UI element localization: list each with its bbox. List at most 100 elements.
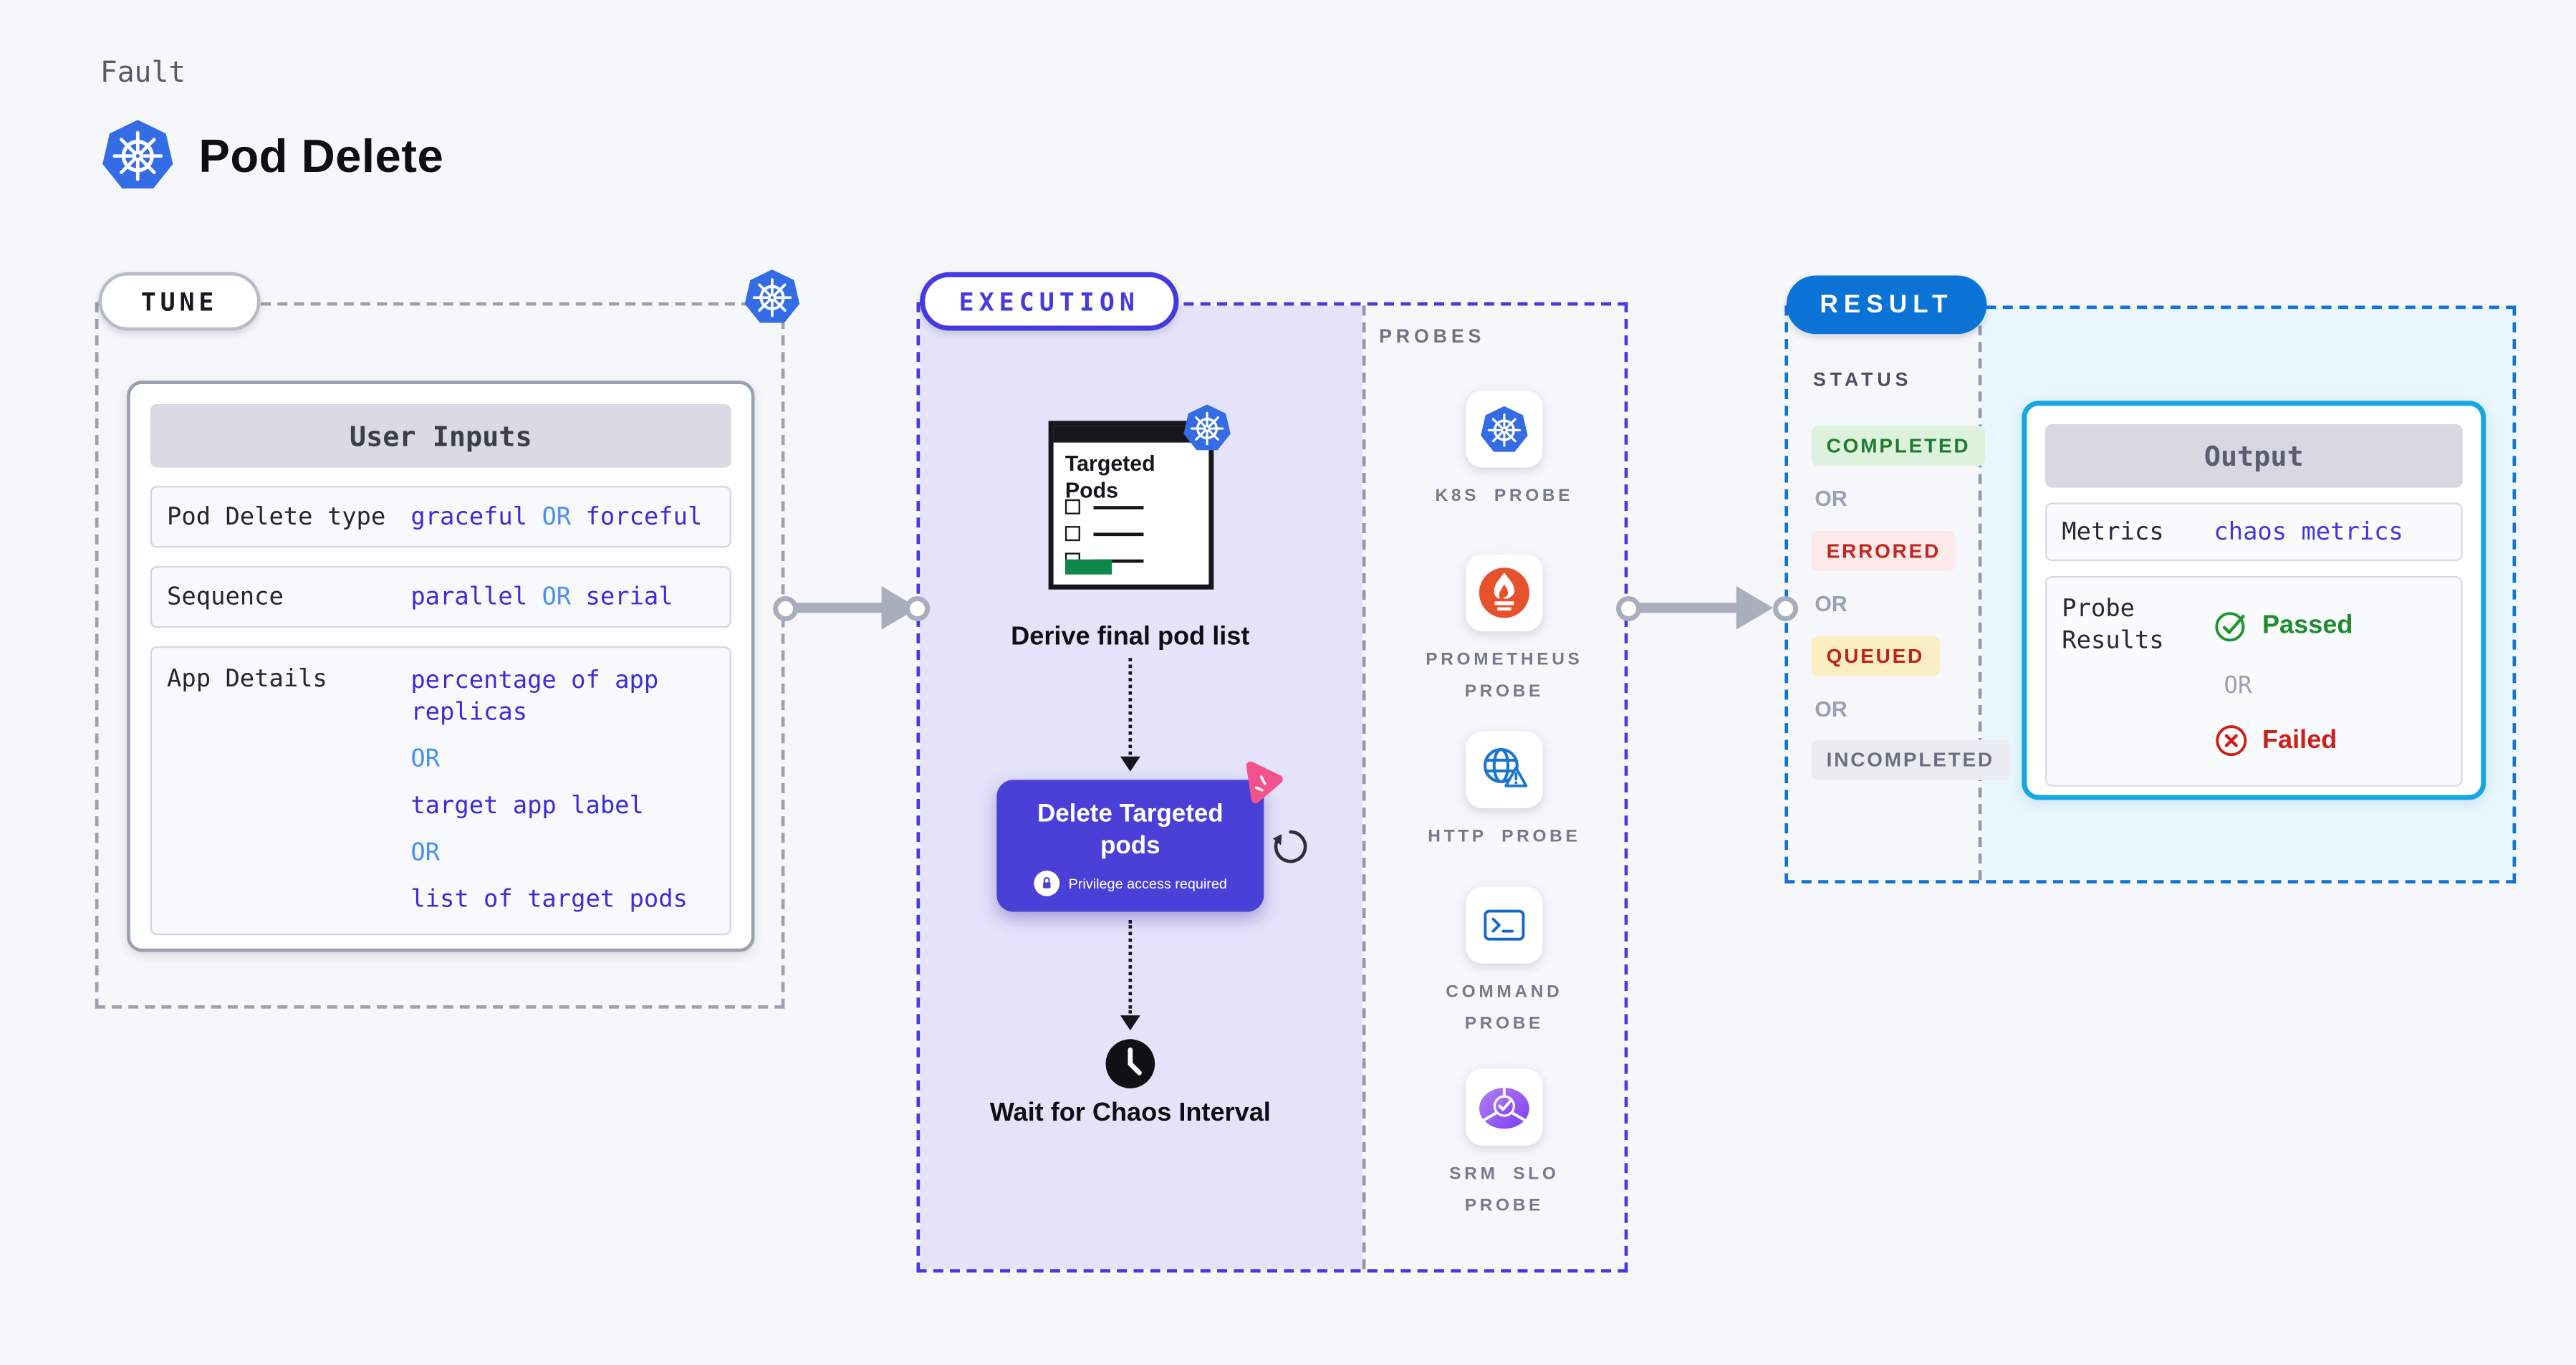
value-option: parallel	[410, 583, 528, 610]
probe-result-passed: Passed	[2214, 608, 2353, 643]
result-pill: RESULT	[1786, 275, 1987, 335]
flow-arrow-line	[1639, 603, 1736, 613]
flow-dotted-arrowhead	[1120, 1015, 1140, 1030]
flow-connector-dot	[1615, 595, 1640, 621]
value-option: target app label	[410, 793, 644, 820]
probe-label: COMMAND PROBE	[1446, 982, 1563, 1035]
status-badge-incompleted: INCOMPLETED	[1811, 739, 2009, 780]
prometheus-icon	[1478, 566, 1532, 620]
checkbox-icon	[1064, 499, 1080, 514]
output-value: chaos metrics	[2214, 518, 2403, 545]
flow-connector-dot	[1772, 595, 1797, 621]
progress-bar	[1064, 559, 1112, 575]
probe-item-http: HTTP PROBE	[1395, 731, 1613, 854]
value-option: forceful	[585, 503, 703, 530]
kubernetes-icon	[743, 267, 802, 326]
fault-eyebrow: Fault	[100, 57, 186, 90]
status-badge-queued: QUEUED	[1811, 636, 1940, 676]
value-option: list of target pods	[410, 886, 688, 914]
input-value: graceful OR forceful	[410, 504, 702, 530]
output-row-metrics: Metrics chaos metrics	[2044, 502, 2463, 562]
flow-dotted-arrowhead	[1120, 756, 1140, 772]
probe-item-k8s: K8S PROBE	[1395, 391, 1613, 513]
or-separator: OR	[1815, 696, 1847, 722]
passed-label: Passed	[2262, 610, 2353, 639]
input-label: Sequence	[167, 583, 284, 610]
probe-card	[1466, 554, 1543, 631]
or-separator: OR	[2224, 673, 2252, 700]
checkbox-icon	[1064, 526, 1080, 542]
or-separator: OR	[1815, 591, 1847, 616]
probe-label: HTTP PROBE	[1428, 826, 1581, 847]
input-label: Pod Delete type	[167, 503, 386, 530]
tune-section	[95, 302, 785, 1009]
list-line	[1093, 505, 1144, 509]
probe-item-srm-slo: SRM SLO PROBE	[1395, 1068, 1613, 1224]
probe-label: SRM SLO PROBE	[1449, 1164, 1559, 1217]
retry-loop-icon	[1272, 828, 1309, 865]
lock-icon	[1034, 870, 1060, 896]
input-row-sequence: Sequence parallel OR serial	[150, 566, 731, 628]
user-inputs-card: User Inputs Pod Delete type graceful OR …	[127, 380, 755, 952]
input-value: percentage of app replicas OR target app…	[410, 666, 731, 917]
clock-icon	[1104, 1037, 1158, 1091]
value-option: percentage of app replicas	[410, 668, 659, 727]
targeted-pods-window: Targeted Pods	[1048, 421, 1214, 590]
list-line	[1093, 558, 1144, 562]
value-option: serial	[585, 583, 673, 610]
chaos-icon	[1238, 759, 1287, 808]
check-circle-icon	[2214, 608, 2249, 643]
flow-dotted-line	[1128, 658, 1133, 755]
window-titlebar	[1053, 426, 1209, 443]
privilege-badge: Privilege access required	[996, 870, 1264, 896]
or-separator: OR	[1815, 486, 1847, 512]
output-header: Output	[2044, 423, 2463, 488]
probe-card	[1466, 391, 1543, 468]
tune-pill: TUNE	[98, 272, 261, 331]
input-row-app-details: App Details percentage of app replicas O…	[150, 646, 731, 936]
window-title: Targeted Pods	[1064, 451, 1155, 502]
or-separator: OR	[542, 583, 572, 610]
input-row-pod-delete-type: Pod Delete type graceful OR forceful	[150, 486, 731, 548]
probe-item-prometheus: PROMETHEUS PROBE	[1395, 554, 1613, 709]
or-separator: OR	[410, 746, 441, 774]
output-label: Probe Results	[2062, 596, 2164, 655]
slo-pie-check-icon	[1476, 1079, 1532, 1136]
delete-step-title: Delete Targeted pods	[996, 798, 1264, 862]
probe-label: PROMETHEUS PROBE	[1426, 649, 1583, 702]
page-title: Pod Delete	[198, 130, 444, 183]
kubernetes-icon	[1182, 403, 1232, 453]
output-label: Metrics	[2062, 518, 2164, 545]
status-badge-completed: COMPLETED	[1811, 426, 1986, 466]
globe-alert-icon	[1478, 743, 1532, 797]
input-label: App Details	[167, 666, 327, 694]
user-inputs-header: User Inputs	[150, 404, 731, 468]
kubernetes-icon	[1479, 404, 1529, 454]
value-option: graceful	[410, 503, 528, 530]
list-line	[1093, 532, 1144, 535]
probe-label: K8S PROBE	[1435, 486, 1574, 507]
flow-connector-dot	[772, 595, 797, 621]
terminal-icon	[1479, 900, 1529, 950]
output-row-probe-results: Probe Results Passed OR Failed	[2044, 576, 2463, 787]
flow-arrow-line	[796, 603, 887, 613]
delete-targeted-pods-step: Delete Targeted pods Privilege access re…	[996, 780, 1264, 912]
status-badge-errored: ERRORED	[1811, 531, 1956, 572]
execution-section	[916, 302, 1628, 1273]
result-divider	[1978, 309, 1982, 881]
probe-card	[1466, 886, 1543, 964]
derive-pod-list-label: Derive final pod list	[1011, 623, 1250, 651]
result-section	[1784, 305, 2517, 883]
output-card: Output Metrics chaos metrics Probe Resul…	[2022, 401, 2486, 800]
status-header: STATUS	[1813, 370, 1913, 391]
failed-label: Failed	[2262, 725, 2337, 755]
flow-arrow-head	[1736, 586, 1774, 630]
flow-dotted-line	[1128, 920, 1133, 1014]
wait-for-chaos-interval-label: Wait for Chaos Interval	[989, 1098, 1271, 1128]
probe-card	[1466, 1068, 1543, 1146]
or-separator: OR	[410, 840, 441, 867]
probes-header: PROBES	[1379, 327, 1486, 348]
kubernetes-logo-icon	[100, 117, 176, 192]
probe-item-command: COMMAND PROBE	[1395, 886, 1613, 1042]
